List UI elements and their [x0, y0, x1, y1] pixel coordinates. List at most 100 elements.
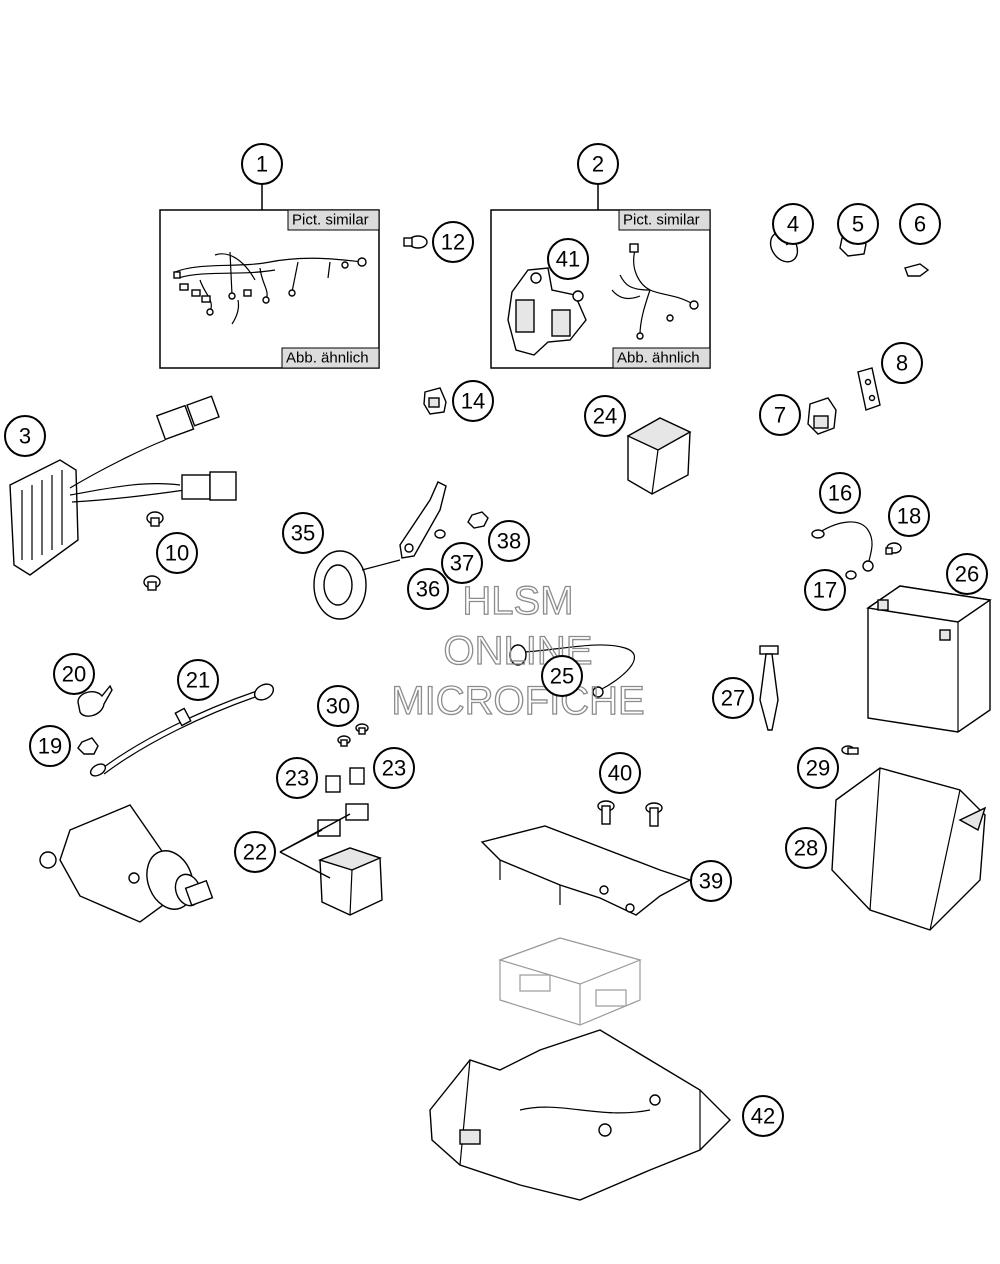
callout-20-label: 20: [62, 662, 86, 687]
callout-8-label: 8: [896, 351, 908, 376]
nut-38-part: [467, 511, 489, 529]
callout-41-label: 41: [556, 247, 580, 272]
callout-3[interactable]: 3: [4, 415, 46, 457]
callout-2[interactable]: 2: [577, 143, 619, 185]
callout-1-label: 1: [256, 152, 268, 177]
callout-23-right[interactable]: 23: [373, 747, 415, 789]
callout-19[interactable]: 19: [29, 725, 71, 767]
bulb-part: [403, 235, 428, 249]
callout-38-label: 38: [497, 529, 521, 554]
screw-40-a: [597, 800, 615, 825]
starter-relay-22-part: [317, 803, 383, 916]
callout-29-label: 29: [806, 756, 830, 781]
callout-27[interactable]: 27: [712, 677, 754, 719]
callout-7[interactable]: 7: [759, 394, 801, 436]
screw-18-part: [885, 542, 902, 555]
ground-cable-16-part: [811, 521, 874, 572]
nut-19-part: [77, 737, 99, 755]
callout-21[interactable]: 21: [177, 659, 219, 701]
harness-sub-tag-top: Pict. similar: [623, 212, 700, 229]
tray-42-part: [429, 1029, 731, 1201]
callout-28[interactable]: 28: [785, 827, 827, 869]
callout-35[interactable]: 35: [282, 512, 324, 554]
callout-22[interactable]: 22: [234, 831, 276, 873]
cable-25-part: [509, 644, 636, 698]
callout-23-left[interactable]: 23: [276, 757, 318, 799]
relay-7-part: [807, 397, 837, 435]
callout-29[interactable]: 29: [797, 747, 839, 789]
ecu-holder-39-part: [480, 825, 692, 916]
small-relay-part: [423, 387, 447, 415]
callout-5[interactable]: 5: [837, 203, 879, 245]
callout-7-label: 7: [774, 403, 786, 428]
screw-30-b: [355, 723, 369, 735]
callout-25[interactable]: 25: [541, 655, 583, 697]
screw-29-part: [841, 745, 859, 755]
callout-4-label: 4: [787, 212, 799, 237]
callout-20[interactable]: 20: [53, 653, 95, 695]
callout-36-label: 36: [416, 577, 440, 602]
callout-22-label: 22: [243, 840, 267, 865]
ecu-unit-part: [498, 937, 642, 1026]
callout-30[interactable]: 30: [317, 685, 359, 727]
callouts: 1 2 3 4 5 6 7 8 10 12 14 16 17 18 19 20 …: [4, 143, 988, 1137]
callout-18-label: 18: [897, 504, 921, 529]
callout-24-label: 24: [593, 404, 617, 429]
starter-motor-part: [39, 804, 214, 923]
leader-lines: [261, 184, 599, 879]
callout-28-label: 28: [794, 836, 818, 861]
horn-35-part: [313, 550, 401, 620]
callout-27-label: 27: [721, 686, 745, 711]
cover-24-part: [626, 417, 692, 495]
callout-37-label: 37: [450, 551, 474, 576]
screw-10-lower: [143, 575, 161, 591]
callout-18[interactable]: 18: [888, 495, 930, 537]
harness-main-tag-top: Pict. similar: [292, 212, 369, 229]
callout-40[interactable]: 40: [599, 752, 641, 794]
callout-2-label: 2: [592, 152, 604, 177]
callout-23-left-label: 23: [285, 766, 309, 791]
voltage-regulator-part: [9, 395, 237, 576]
callout-14-label: 14: [461, 389, 485, 414]
washer-17-part: [845, 570, 857, 580]
callout-10-label: 10: [165, 541, 189, 566]
callout-16[interactable]: 16: [819, 472, 861, 514]
fuse-23-b: [349, 767, 365, 785]
callout-8[interactable]: 8: [881, 342, 923, 384]
callout-39-label: 39: [699, 869, 723, 894]
callout-42[interactable]: 42: [742, 1095, 784, 1137]
washer-37-part: [434, 529, 446, 539]
screw-10-upper: [146, 511, 164, 527]
callout-4[interactable]: 4: [772, 203, 814, 245]
callout-37[interactable]: 37: [441, 542, 483, 584]
callout-6[interactable]: 6: [899, 203, 941, 245]
fuse-23-a: [325, 775, 341, 793]
callout-39[interactable]: 39: [690, 860, 732, 902]
callout-41[interactable]: 41: [547, 238, 589, 280]
callout-40-label: 40: [608, 761, 632, 786]
battery-holder-28-part: [831, 767, 987, 931]
callout-24[interactable]: 24: [584, 395, 626, 437]
horn-bracket-part: [399, 481, 447, 559]
callout-6-label: 6: [914, 212, 926, 237]
callout-12[interactable]: 12: [432, 221, 474, 263]
harness-sub-tag-bottom: Abb. ähnlich: [617, 350, 700, 367]
callout-30-label: 30: [326, 694, 350, 719]
switch-housing-drawing: [507, 267, 587, 356]
callout-10[interactable]: 10: [156, 532, 198, 574]
callout-26[interactable]: 26: [946, 553, 988, 595]
callout-1[interactable]: 1: [241, 143, 283, 185]
callout-14[interactable]: 14: [452, 380, 494, 422]
callout-42-label: 42: [751, 1104, 775, 1129]
sub-harness-wires: [611, 243, 699, 340]
fuse-holder-27-part: [759, 645, 779, 731]
callout-26-label: 26: [955, 562, 979, 587]
callout-23-right-label: 23: [382, 756, 406, 781]
callout-36[interactable]: 36: [407, 568, 449, 610]
callout-38[interactable]: 38: [488, 520, 530, 562]
callout-17[interactable]: 17: [804, 569, 846, 611]
callout-12-label: 12: [441, 230, 465, 255]
boot-20-part: [77, 684, 113, 717]
clip-6-part: [904, 263, 930, 277]
harness-sub-box: Pict. similar Abb. ähnlich: [490, 209, 711, 369]
